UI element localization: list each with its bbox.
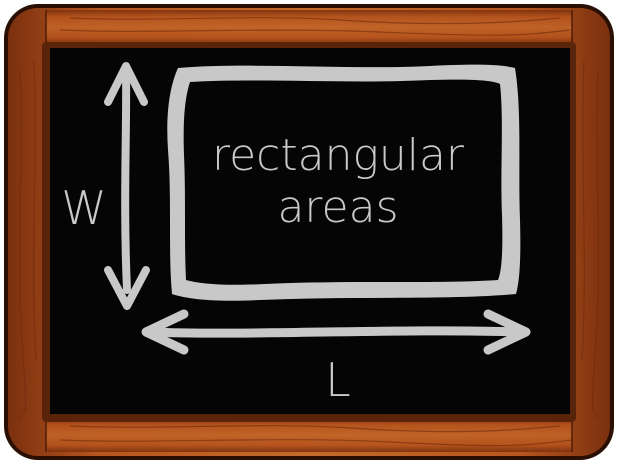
width-arrow-icon [104,62,150,310]
title-line-2: areas [277,182,398,233]
width-label: W [61,181,106,235]
title-line-1: rectangular [212,130,465,181]
length-label: L [325,353,351,407]
length-arrow-icon [141,309,531,355]
